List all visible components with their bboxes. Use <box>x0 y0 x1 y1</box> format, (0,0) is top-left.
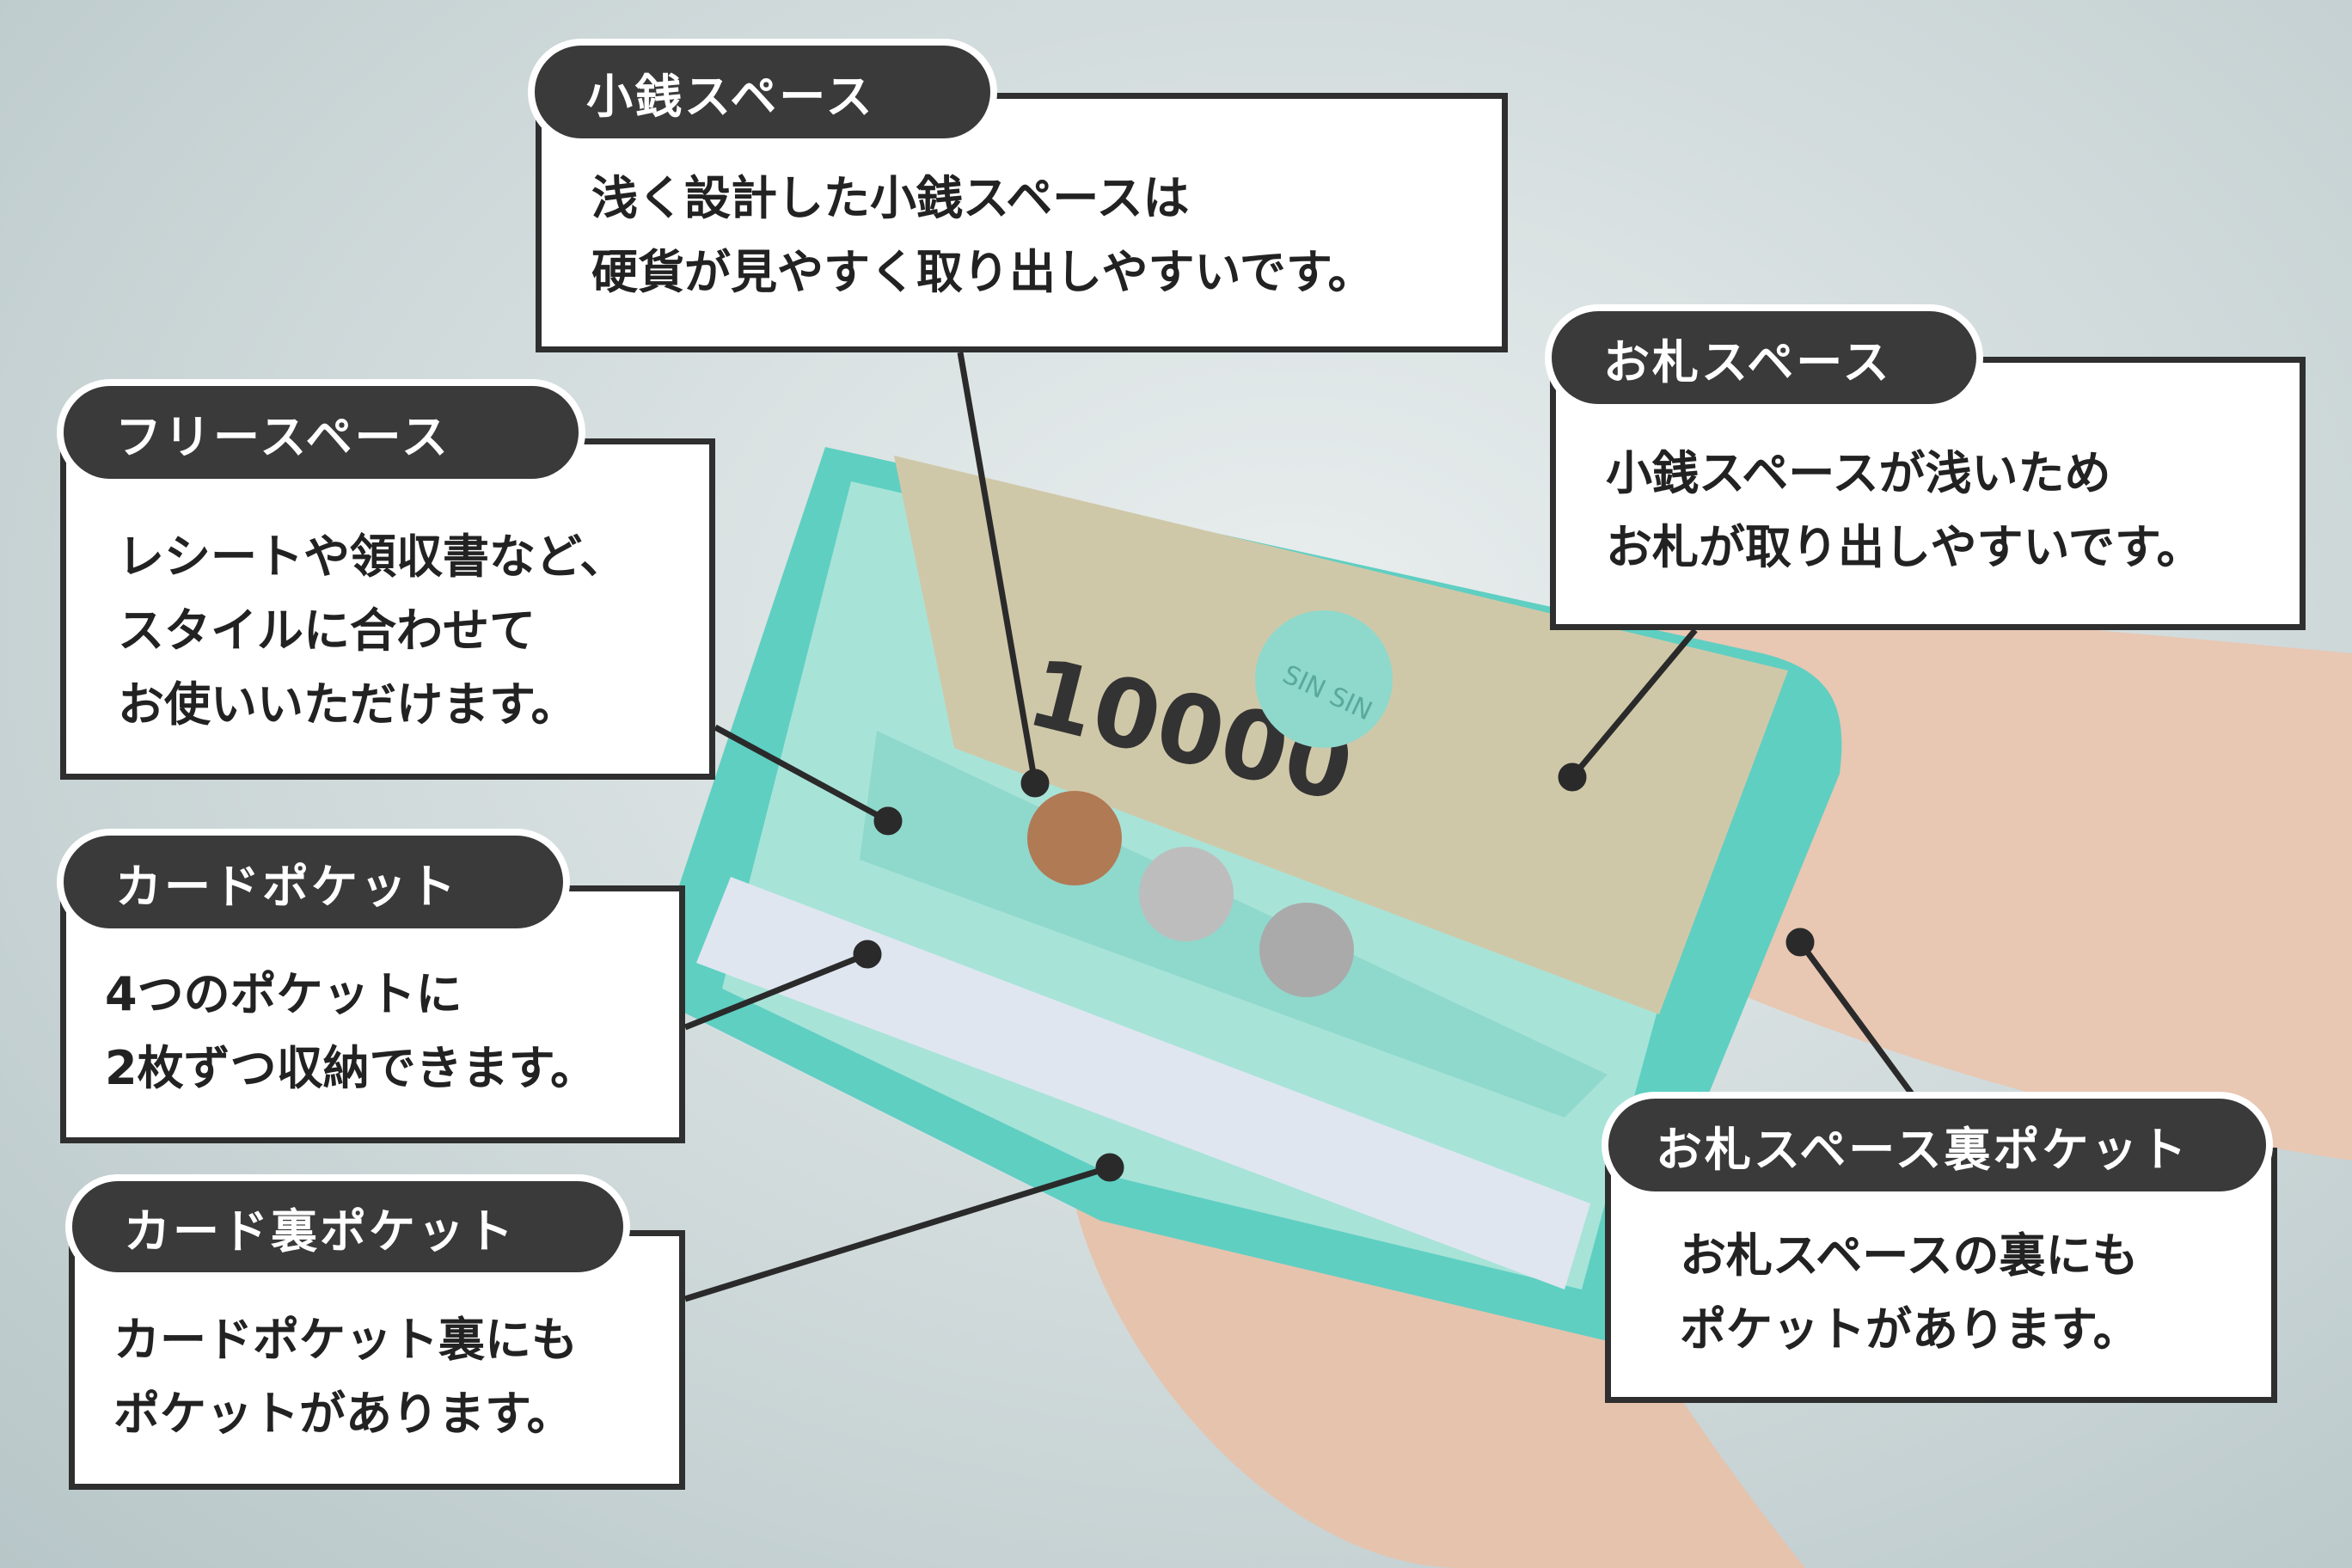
leader-line <box>957 352 1038 784</box>
callout-text: 2枚ずつ収納できます。 <box>105 1041 597 1095</box>
leader-dot <box>1020 769 1050 798</box>
leader-dot <box>853 940 882 969</box>
callout-label: カード裏ポケット <box>65 1174 630 1279</box>
callout-text: スタイルに合わせて <box>118 603 536 658</box>
callout-label: お札スペース裏ポケット <box>1602 1092 2273 1198</box>
leader-dot <box>873 806 903 836</box>
callout-text: ポケットがあります。 <box>1680 1302 2140 1357</box>
leader-line <box>683 1164 1112 1302</box>
brand-tag <box>1255 610 1393 748</box>
callout-text: レシートや領収書など、 <box>118 529 627 584</box>
coin <box>1027 791 1122 885</box>
callout-label: お札スペース <box>1545 304 1983 411</box>
callout-text: カードポケット裏にも <box>113 1313 578 1367</box>
cards <box>696 877 1590 1289</box>
leader-line <box>1570 628 1698 780</box>
callout-text: 4つのポケットに <box>105 967 462 1021</box>
coin <box>1259 903 1354 997</box>
leader-line <box>714 724 890 824</box>
leader-line <box>683 951 869 1031</box>
callout-text: お札スペースの裏にも <box>1680 1228 2139 1283</box>
callout-text: 硬貨が見やすく取り出しやすいです。 <box>591 245 1375 299</box>
callout-label: 小銭スペース <box>528 39 997 145</box>
leader-dot <box>1785 928 1815 957</box>
callout-text: 小銭スペースが浅いため <box>1606 446 2111 500</box>
leader-line <box>1798 940 1915 1098</box>
coin <box>1139 847 1234 941</box>
callout-text: ポケットがあります。 <box>113 1387 573 1441</box>
leader-dot <box>1095 1153 1124 1182</box>
callout-label: カードポケット <box>57 829 570 935</box>
callout-text: 浅く設計した小銭スペースは <box>591 171 1190 225</box>
callout-text: お使いいただけます。 <box>118 677 578 732</box>
callout-label: フリースペース <box>57 379 585 486</box>
leader-dot <box>1558 763 1587 792</box>
callout-text: お札が取り出しやすいです。 <box>1606 520 2203 574</box>
callout-free-space: レシートや領収書など、 スタイルに合わせて お使いいただけます。 <box>60 438 715 780</box>
hand-left <box>1075 1204 1805 1568</box>
